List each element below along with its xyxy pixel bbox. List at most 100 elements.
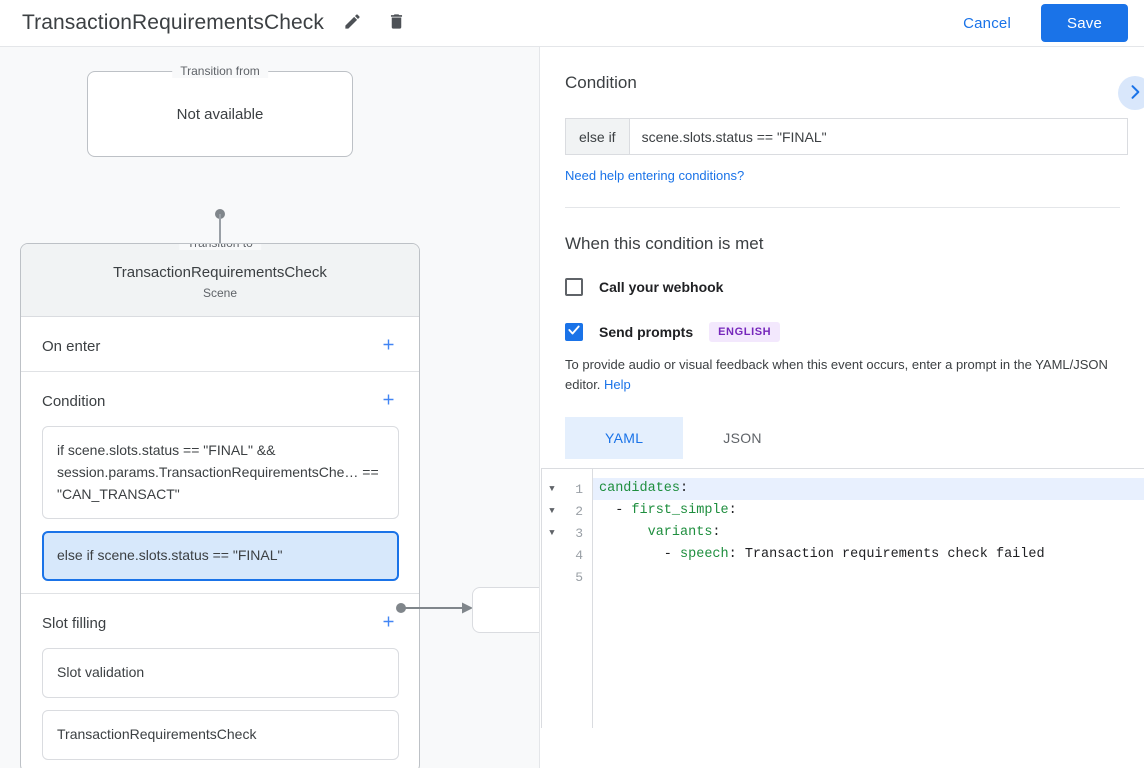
fold-toggle-icon[interactable]: ▼ [549, 506, 555, 517]
transition-from-legend: Transition from [172, 64, 268, 78]
fold-toggle-icon[interactable]: ▼ [549, 484, 555, 495]
code-indent [599, 525, 648, 540]
section-header: Slot filling [21, 594, 419, 648]
line-number: 2 [575, 503, 583, 519]
edge-line [404, 607, 466, 609]
transition-to-legend: Transition to [179, 243, 261, 250]
send-prompts-label: Send prompts [599, 324, 694, 340]
chevron-right-icon [1125, 82, 1144, 105]
topbar-actions: Cancel Save [949, 4, 1144, 42]
editor-format-tabs: YAML JSON [565, 417, 1120, 460]
trash-icon [387, 12, 406, 34]
line-number: 5 [575, 569, 583, 585]
code-indent: - [599, 547, 681, 563]
gutter-line: ▼1 [542, 478, 592, 500]
top-app-bar: TransactionRequirementsCheck Cancel Save [0, 0, 1144, 47]
editor-code-area[interactable]: candidates: - first_simple: variants: - … [593, 469, 1144, 728]
yaml-value: Transaction requirements check failed [736, 547, 1045, 563]
pencil-icon [343, 12, 362, 34]
expand-panel-button[interactable] [1118, 76, 1144, 110]
line-number: 4 [575, 547, 583, 563]
section-header: On enter [21, 317, 419, 371]
cancel-button[interactable]: Cancel [949, 7, 1025, 40]
code-line: variants: [593, 522, 1144, 544]
transition-from-card[interactable]: Transition from Not available [87, 64, 353, 157]
when-condition-met-section: When this condition is met Call your web… [541, 208, 1144, 460]
yaml-sep: : [728, 547, 737, 563]
tab-json[interactable]: JSON [683, 417, 802, 459]
hint-help-link[interactable]: Help [604, 377, 631, 393]
section-title-slot-filling: Slot filling [42, 614, 107, 632]
gutter-line: ▼3 [542, 522, 592, 544]
section-on-enter: On enter [21, 317, 419, 372]
yaml-sep: : [712, 525, 721, 541]
code-line: - first_simple: [593, 500, 1144, 522]
transition-from-value: Not available [176, 105, 264, 123]
graph-pane[interactable]: Transition from Not available Transition… [0, 47, 540, 768]
add-slot-filling-button[interactable] [377, 612, 399, 634]
condition-section: Condition else if Need help entering con… [541, 47, 1144, 208]
add-on-enter-button[interactable] [377, 335, 399, 357]
scene-subtitle: Scene [202, 286, 238, 300]
gutter-line: ▼2 [542, 500, 592, 522]
editor-gutter: ▼1 ▼2 ▼3 4 5 [542, 469, 593, 729]
add-condition-button[interactable] [377, 390, 399, 412]
call-webhook-label: Call your webhook [599, 279, 724, 295]
main-content: Transition from Not available Transition… [0, 47, 1144, 768]
target-node-card[interactable] [472, 587, 539, 633]
line-number: 3 [575, 525, 583, 541]
tab-yaml[interactable]: YAML [565, 417, 684, 460]
code-line: - speech: Transaction requirements check… [593, 544, 1144, 566]
transition-to-card[interactable]: Transition to TransactionRequirementsChe… [20, 243, 420, 768]
gutter-line: 5 [542, 566, 592, 588]
code-line [593, 566, 1144, 588]
section-condition: Condition if scene.slots.status == "FINA… [21, 372, 419, 595]
language-badge: ENGLISH [709, 322, 781, 342]
edge-source-dot [396, 603, 406, 613]
condition-heading: Condition [565, 73, 637, 92]
delete-button[interactable] [382, 9, 410, 37]
condition-help-link[interactable]: Need help entering conditions? [565, 168, 745, 183]
edge-arrow-icon [462, 602, 473, 614]
condition-item[interactable]: if scene.slots.status == "FINAL" && sess… [42, 426, 399, 520]
connector-line [219, 214, 221, 252]
condition-expression-input[interactable] [629, 119, 1127, 154]
check-icon [567, 323, 581, 342]
condition-input-row[interactable]: else if [565, 118, 1128, 155]
detail-pane: Condition else if Need help entering con… [541, 47, 1144, 768]
prompt-hint-text: To provide audio or visual feedback when… [565, 355, 1120, 395]
yaml-key: candidates [599, 481, 681, 497]
section-title-on-enter: On enter [42, 337, 101, 355]
yaml-sep: : [680, 481, 689, 497]
yaml-key: variants [647, 525, 713, 541]
call-webhook-checkbox[interactable] [565, 278, 583, 296]
condition-prefix: else if [566, 119, 630, 154]
yaml-key: speech [680, 547, 729, 563]
section-slot-filling: Slot filling Slot validation Transaction… [21, 594, 419, 760]
section-title-condition: Condition [42, 392, 106, 410]
section-header: Condition [21, 372, 419, 426]
when-met-heading: When this condition is met [565, 234, 764, 253]
edit-name-button[interactable] [338, 9, 366, 37]
plus-icon [380, 336, 397, 356]
section-divider [565, 207, 1120, 208]
send-prompts-row[interactable]: Send prompts ENGLISH [565, 322, 1120, 342]
scene-name: TransactionRequirementsCheck [113, 264, 327, 281]
condition-item-selected[interactable]: else if scene.slots.status == "FINAL" [42, 531, 399, 582]
plus-icon [380, 613, 397, 633]
webhook-checkbox-row[interactable]: Call your webhook [565, 278, 1120, 296]
plus-icon [380, 391, 397, 411]
code-line: candidates: [593, 478, 1144, 501]
scene-header: TransactionRequirementsCheck Scene [21, 244, 419, 317]
fold-toggle-icon[interactable]: ▼ [549, 528, 555, 539]
hint-sentence: To provide audio or visual feedback when… [565, 357, 1108, 393]
yaml-editor[interactable]: ▼1 ▼2 ▼3 4 5 candidates: - first_simple:… [541, 468, 1144, 729]
yaml-sep: : [728, 503, 737, 519]
slot-filling-item[interactable]: Slot validation [42, 648, 399, 699]
page-title: TransactionRequirementsCheck [22, 11, 324, 34]
save-button[interactable]: Save [1041, 4, 1128, 42]
send-prompts-checkbox[interactable] [565, 323, 583, 341]
code-indent: - [599, 503, 632, 519]
slot-filling-item[interactable]: TransactionRequirementsCheck [42, 710, 399, 760]
gutter-line: 4 [542, 544, 592, 566]
